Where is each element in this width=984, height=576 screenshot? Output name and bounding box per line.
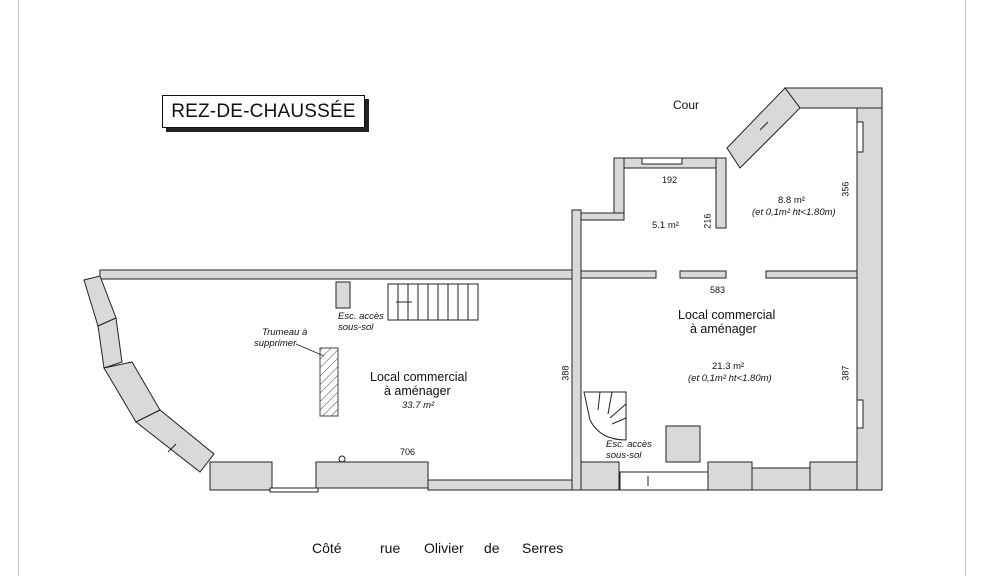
street-word-de: de xyxy=(484,540,500,556)
dim-388: 388 xyxy=(560,365,571,381)
window-small-room xyxy=(641,157,683,165)
facade-arrow xyxy=(167,443,177,453)
left-local-line-2: à aménager xyxy=(384,384,451,398)
stair-right-line-2: sous-sol xyxy=(606,450,642,461)
partition-2 xyxy=(679,270,727,279)
dim-583: 583 xyxy=(710,285,726,295)
page-frame-left xyxy=(18,0,19,576)
facade-2 xyxy=(97,317,123,369)
trumeau-hatch xyxy=(319,347,339,417)
stair-left xyxy=(387,283,479,321)
trumeau-line-1: Trumeau à xyxy=(262,327,308,338)
plan-title: REZ-DE-CHAUSSÉE xyxy=(162,95,365,128)
dim-356: 356 xyxy=(840,181,851,197)
wall-small-room-bottom xyxy=(580,212,625,221)
street-word-rue: rue xyxy=(380,540,401,556)
diagonal-arrow xyxy=(759,121,769,131)
wall-bottom-left-3 xyxy=(427,479,587,491)
partition-3 xyxy=(765,270,858,279)
stair-left-line-1: Esc. accès xyxy=(338,311,384,322)
wall-bottom-left-1 xyxy=(209,461,273,491)
right-local-line-2: à aménager xyxy=(690,322,757,336)
right-local-line-1: Local commercial xyxy=(678,308,776,322)
label-cour: Cour xyxy=(673,98,700,112)
room-b-area: 5.1 m² xyxy=(652,220,679,231)
partition-1 xyxy=(580,270,657,279)
wall-top-left xyxy=(99,269,579,280)
room-a-note: (et 0,1m² ht<1.80m) xyxy=(752,207,836,218)
pipe-mark xyxy=(338,455,346,463)
facade-3 xyxy=(103,361,161,423)
facade-4 xyxy=(135,409,215,473)
window-1 xyxy=(269,487,319,493)
room-a-area: 8.8 m² xyxy=(778,195,805,206)
page-frame-right xyxy=(965,0,966,576)
left-local-line-1: Local commercial xyxy=(370,370,468,384)
street-word-cote: Côté xyxy=(312,540,342,556)
street-word-serres: Serres xyxy=(522,540,564,556)
pillar-left xyxy=(335,281,351,309)
dim-387: 387 xyxy=(840,365,851,381)
window-right-2 xyxy=(856,399,864,429)
wall-center xyxy=(571,209,582,491)
right-note: (et 0,1m² ht<1.80m) xyxy=(688,373,772,384)
stair-left-line-2: sous-sol xyxy=(338,322,374,333)
stair-right-line-1: Esc. accès xyxy=(606,439,652,450)
dim-706: 706 xyxy=(400,447,416,457)
dim-192: 192 xyxy=(662,175,678,185)
wall-bottom-right-2 xyxy=(707,461,753,491)
left-area: 33.7 m² xyxy=(402,400,435,411)
window-right-1 xyxy=(856,121,864,153)
facade-1 xyxy=(83,275,117,327)
street-word-olivier: Olivier xyxy=(424,540,464,556)
wall-diagonal xyxy=(726,87,801,169)
wall-bottom-left-2 xyxy=(315,461,429,489)
wall-bottom-right-1 xyxy=(580,461,620,491)
right-area: 21.3 m² xyxy=(712,361,745,372)
wall-bottom-right-3 xyxy=(751,467,811,491)
stair-right-wall xyxy=(665,425,701,463)
entrance-door xyxy=(619,471,709,491)
trumeau-leader xyxy=(295,343,325,357)
wall-top-courtyard xyxy=(784,87,883,109)
stair-right xyxy=(583,391,627,441)
wall-small-room-left xyxy=(613,157,625,221)
trumeau-line-2: supprimer xyxy=(254,338,297,349)
wall-small-room-right xyxy=(715,157,727,229)
dim-216: 216 xyxy=(702,213,713,229)
